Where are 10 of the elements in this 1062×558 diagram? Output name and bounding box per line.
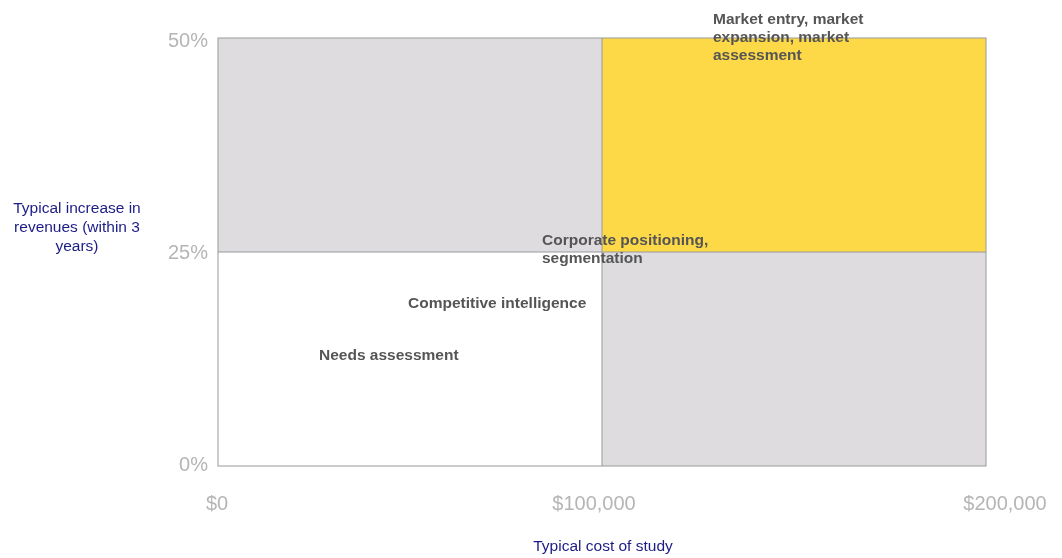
tick-label: 50% (166, 29, 208, 51)
tick-label: $100,000 (551, 492, 637, 514)
quadrant-label: Needs assessment (319, 346, 460, 364)
quadrant-label: Competitive intelligence (408, 294, 588, 312)
axis-title: Typical cost of study (532, 536, 674, 555)
axis-title: Typical increase in revenues (within 3 years) (13, 198, 141, 255)
tick-label: 25% (166, 241, 208, 263)
tick-label: $0 (204, 492, 230, 514)
tick-label: $200,000 (962, 492, 1048, 514)
tick-label: 0% (178, 453, 208, 475)
